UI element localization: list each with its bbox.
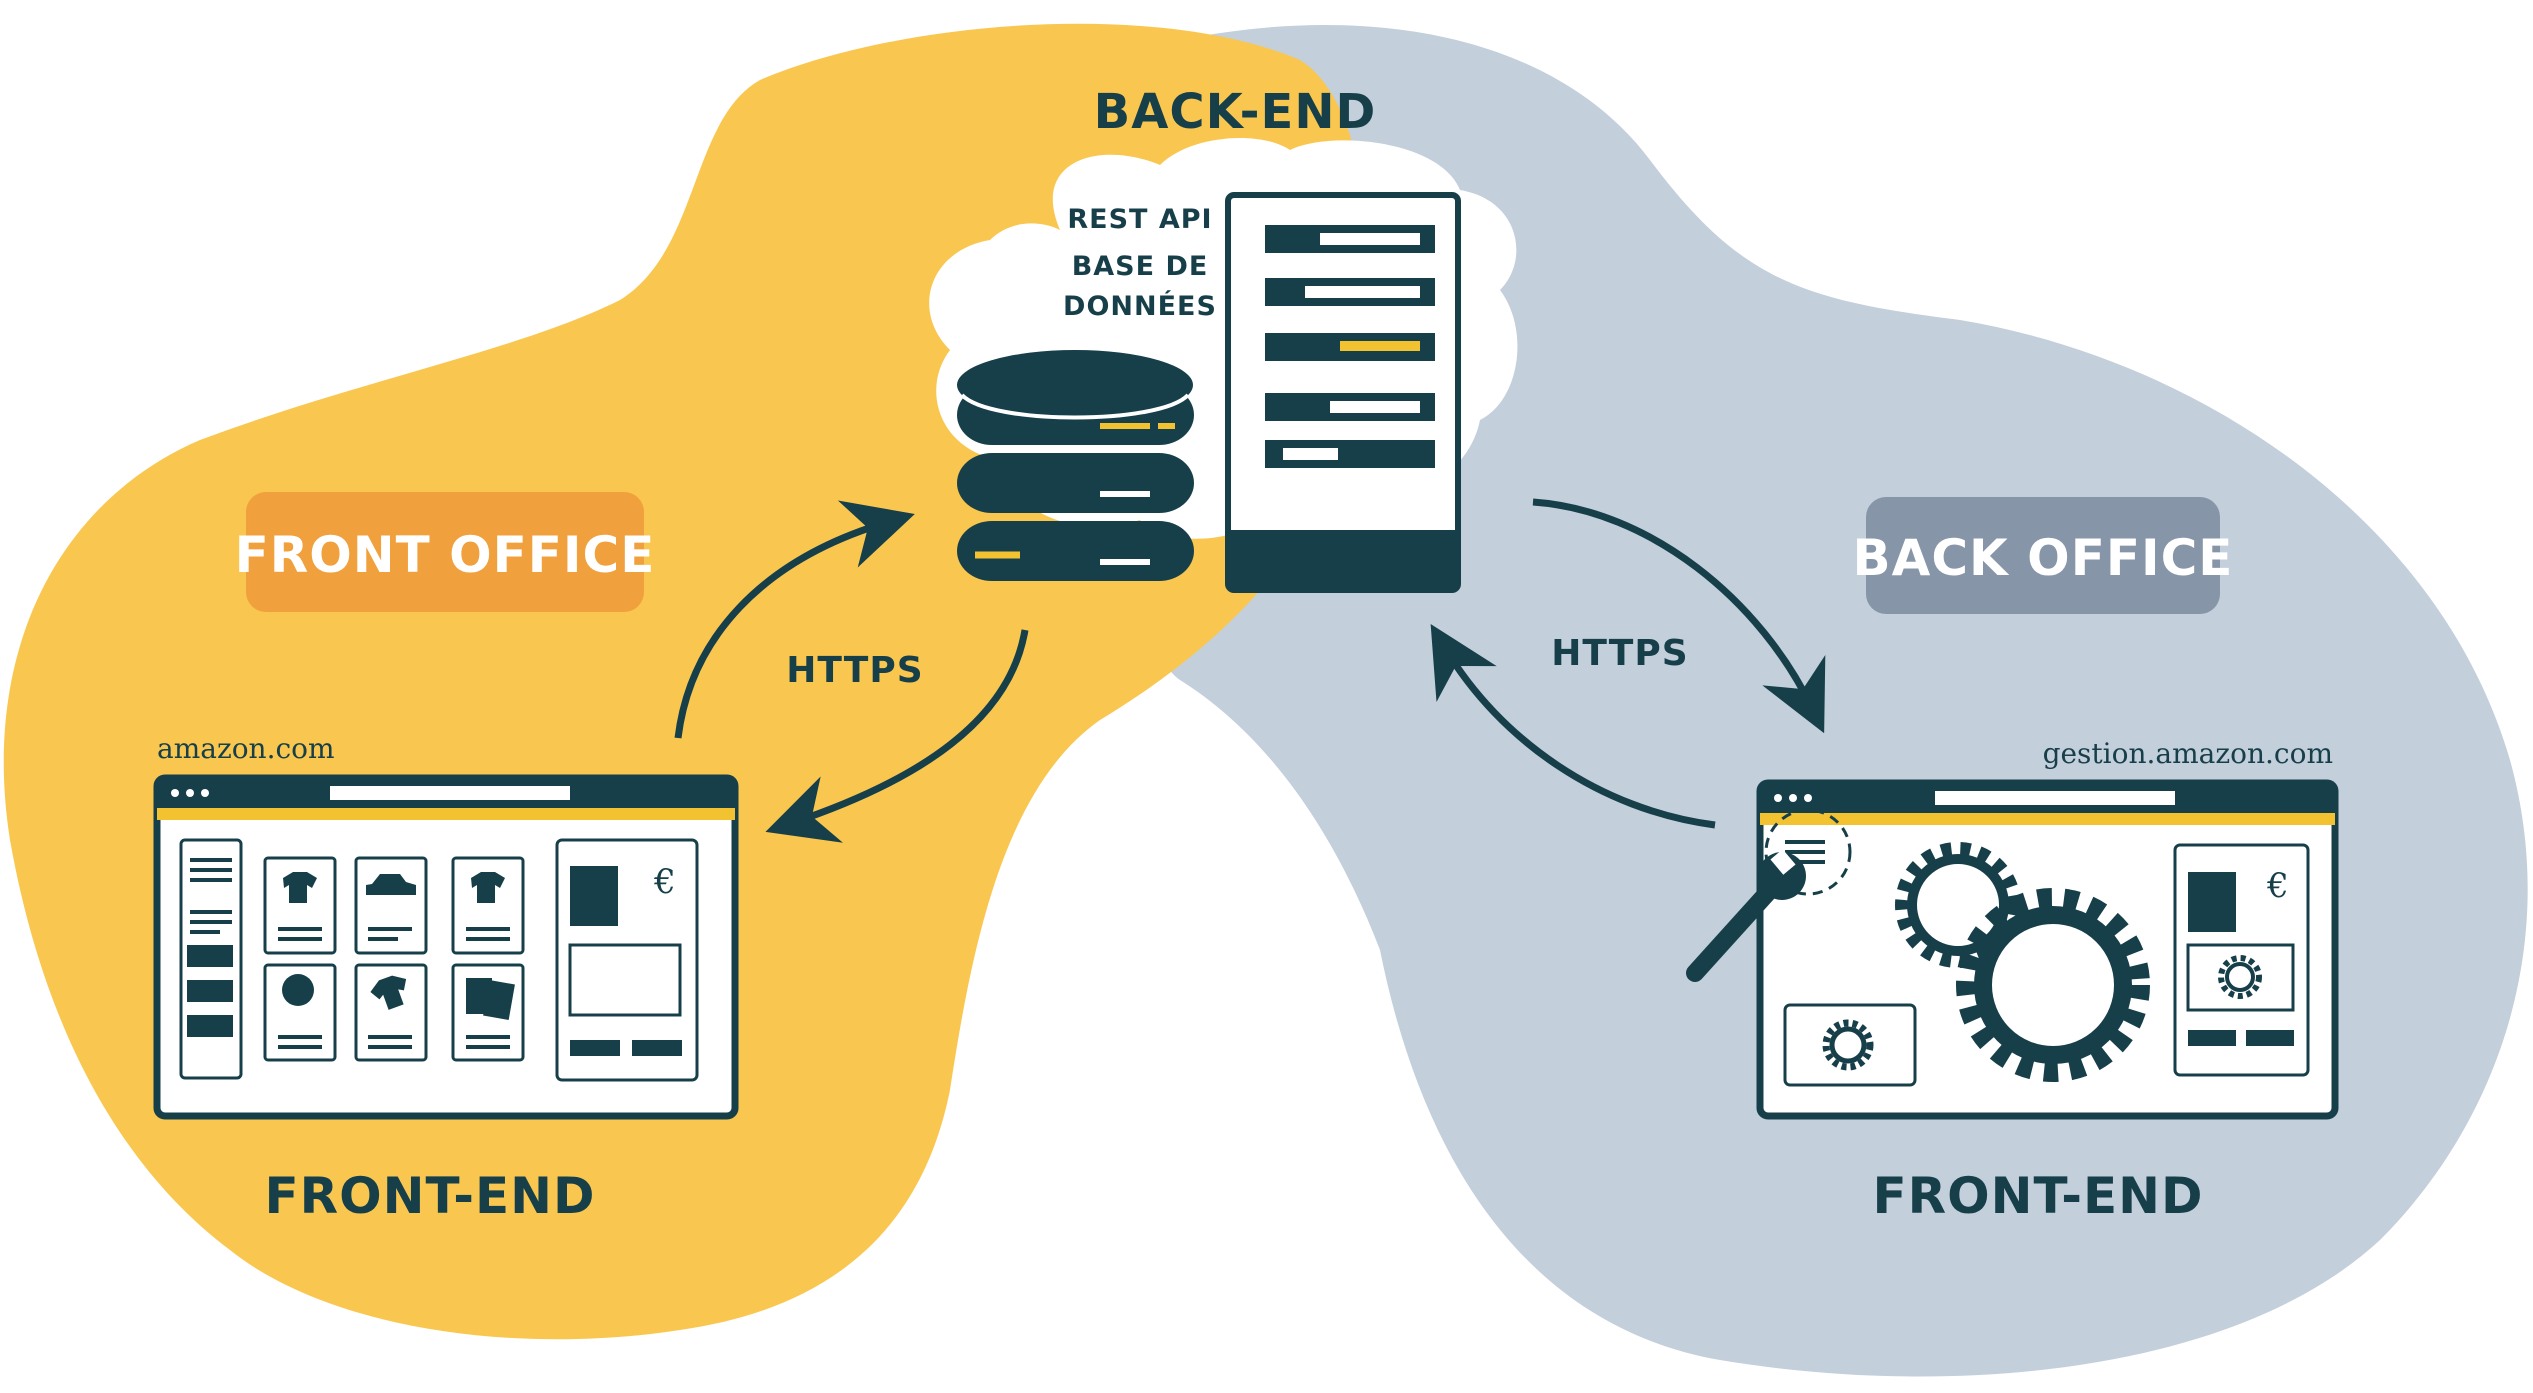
arrow-front-to-backend (674, 500, 915, 739)
cart-panel: € (555, 838, 699, 1082)
url-left: amazon.com (157, 732, 335, 765)
product-panel: € (2173, 843, 2310, 1077)
url-right: gestion.amazon.com (2043, 737, 2333, 770)
arrow-backend-to-backoffice (1532, 498, 1826, 734)
gear-icon (2218, 955, 2262, 999)
arrow-backoffice-to-backend (1430, 623, 1716, 829)
front-end-right-label: FRONT-END (1872, 1167, 2203, 1225)
product-card (451, 856, 525, 955)
tshirt-icon (283, 872, 317, 903)
rest-api-label: REST API (1067, 204, 1212, 235)
back-end-label: BACK-END (1094, 84, 1377, 140)
front-office-label: FRONT OFFICE (235, 526, 656, 584)
database-label-line1: BASE DE (1072, 251, 1209, 282)
database-label-line2: DONNÉES (1063, 290, 1217, 322)
product-card (354, 963, 428, 1062)
settings-card (1783, 1003, 1917, 1087)
menu-icon (1764, 808, 1852, 896)
product-card (263, 963, 337, 1062)
product-card (354, 856, 428, 955)
euro-left: € (653, 862, 676, 902)
tshirt-icon (370, 975, 407, 1010)
tshirt-icon (471, 872, 505, 903)
back-office-label: BACK OFFICE (1853, 529, 2234, 587)
database-icon (957, 350, 1194, 581)
front-office-browser: € (153, 774, 739, 1120)
gear-icon (1822, 1019, 1874, 1071)
front-office-badge: FRONT OFFICE (235, 492, 656, 612)
server-icon (1225, 192, 1461, 593)
car-icon (366, 874, 416, 895)
back-office-badge: BACK OFFICE (1853, 497, 2234, 614)
cards-icon (466, 978, 515, 1020)
gear-icon (1956, 888, 2150, 1082)
wrench-icon (1686, 849, 1806, 982)
euro-right: € (2266, 866, 2289, 906)
product-card (451, 963, 525, 1062)
front-end-left-label: FRONT-END (264, 1167, 595, 1225)
back-office-browser: € (1686, 779, 2339, 1120)
arrow-backend-to-front (765, 629, 1029, 843)
product-card (263, 856, 337, 955)
https-left-label: HTTPS (786, 650, 923, 691)
https-right-label: HTTPS (1551, 633, 1688, 674)
ball-icon (282, 974, 314, 1006)
